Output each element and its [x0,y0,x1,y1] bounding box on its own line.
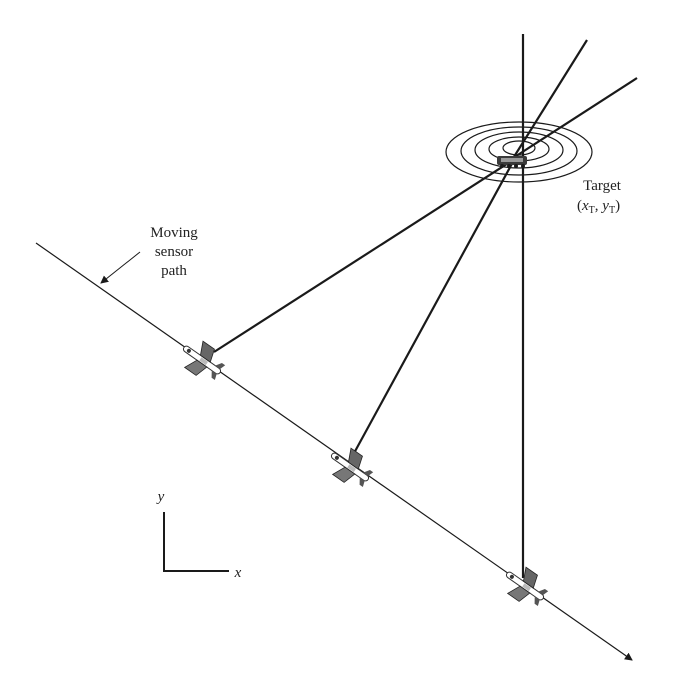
target-coordinates: (xT, yT) [577,198,620,216]
bearing-line-far-1 [509,77,638,161]
target-coord-close: ) [615,198,620,214]
y-axis-label: y [156,489,165,505]
coordinate-axes [163,512,229,572]
target-ring-1 [445,121,593,183]
sensor-aircraft-icon [330,447,374,487]
path-label-line-3: path [161,263,187,279]
target-coord-open: ( [577,198,582,214]
target-coord-x-sub: T [589,205,595,216]
target-coord-y-sub: T [609,205,615,216]
target-coord-x: x [581,198,589,214]
path-label-line-2: sensor [155,244,193,260]
x-axis-label: x [234,565,242,581]
path-label-line-1: Moving [150,225,198,241]
target-ring-3 [474,131,564,169]
target-vehicle-icon [497,156,527,168]
bearing-line-far-2 [511,39,588,161]
target-ring-2 [460,126,578,176]
target-ring-5 [502,140,536,156]
bearing-line-1 [213,159,514,353]
target-coord-y: y [600,198,609,214]
bearing-line-2 [352,159,515,456]
sensor-aircraft-icon [505,566,549,606]
sensor-aircraft-icon [182,340,226,380]
target-coord-sep: , [595,198,603,214]
target-rings-icon [445,121,593,183]
target-label: Target [583,178,622,194]
path-label-arrow-icon [100,251,141,284]
